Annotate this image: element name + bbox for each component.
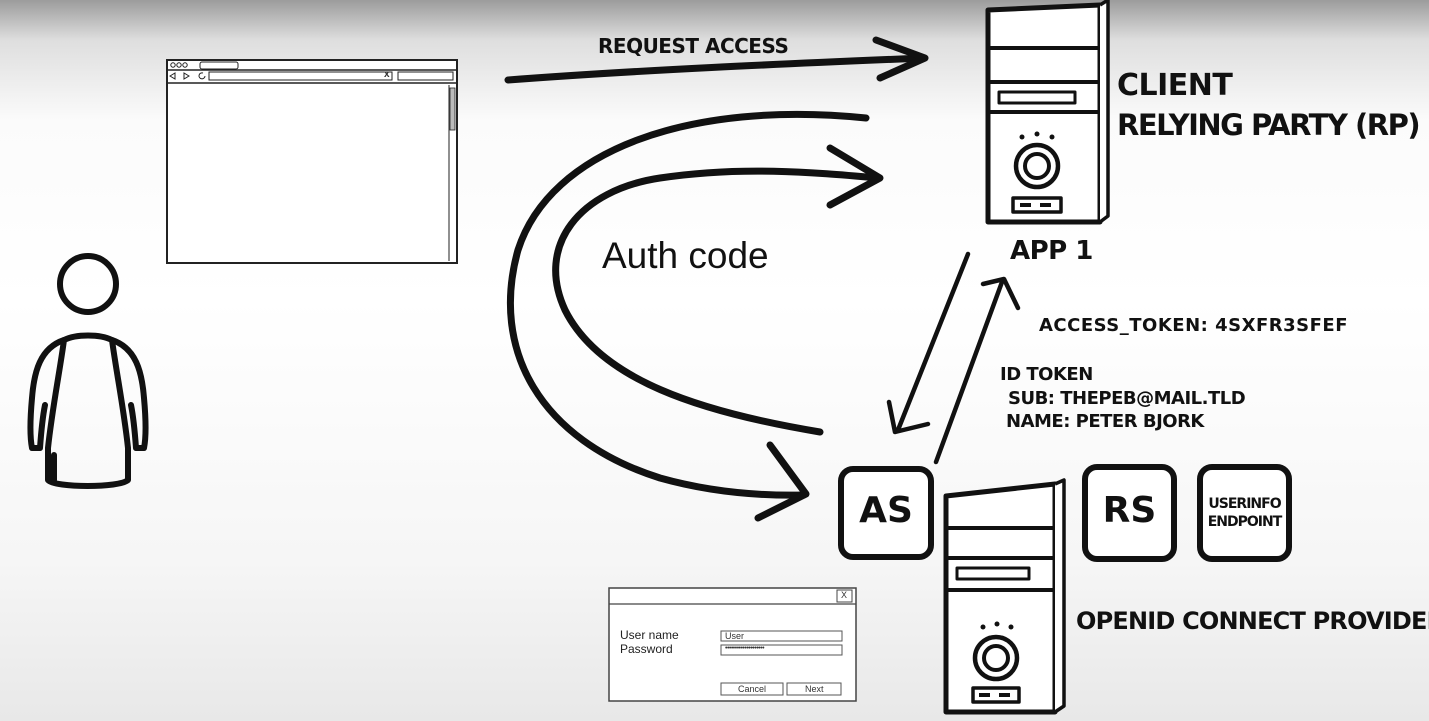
userinfo-label-line1: USERINFO [1208,496,1281,512]
relying-party-label: RELYING PARTY (RP) [1117,108,1421,142]
id-token-name: NAME: PETER BJORK [1006,411,1204,432]
access-token-label: ACCESS_TOKEN: 4SXFR3SFEF [1039,315,1349,336]
rs-box [1082,464,1177,562]
user-person-icon [27,253,149,489]
as-label: AS [859,490,913,531]
password-input[interactable]: •••••••••••••••••••• [725,645,765,652]
username-label: User name [620,628,679,642]
username-input[interactable]: User [725,631,745,641]
token-exchange-arrows [886,251,1021,465]
client-server-icon [985,0,1110,225]
userinfo-label-line2: ENDPOINT [1207,514,1283,530]
redirect-to-as-arrow [507,110,870,522]
next-button[interactable]: Next [805,684,824,694]
browser-close-icon: x [384,69,390,80]
as-box [838,466,934,560]
rs-label: RS [1102,490,1157,531]
password-label: Password [620,642,673,656]
request-access-label: REQUEST ACCESS [598,34,789,58]
login-dialog [608,587,857,702]
login-close-button[interactable]: X [841,590,848,600]
request-access-arrow [504,36,929,84]
provider-server-icon [943,478,1066,715]
id-token-label: ID TOKEN [1000,364,1093,385]
browser-window [166,59,458,264]
id-token-sub: SUB: THEPEB@MAIL.TLD [1008,388,1246,409]
auth-code-arrow [552,144,884,436]
client-label: CLIENT [1117,68,1233,103]
cancel-button[interactable]: Cancel [738,684,767,694]
app1-label: APP 1 [1010,236,1093,266]
userinfo-box [1197,464,1292,562]
auth-code-label: Auth code [602,235,769,276]
provider-label: OPENID CONNECT PROVIDER [1076,607,1429,635]
